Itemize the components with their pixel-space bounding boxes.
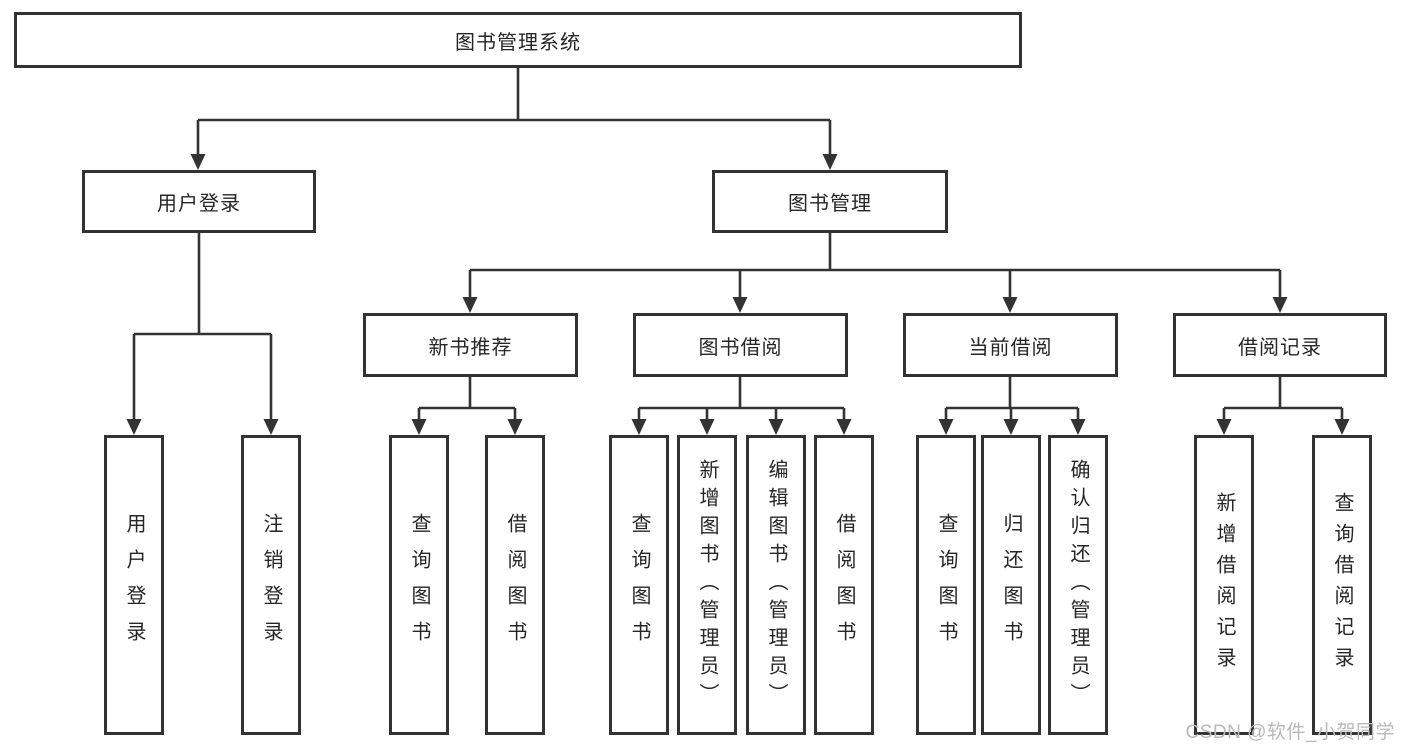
node-label: 查询图书 — [935, 513, 957, 657]
node-borrowing-records: 借阅记录 — [1173, 313, 1387, 377]
arrow-down-icon — [126, 419, 142, 435]
arrow-down-icon — [1334, 419, 1350, 435]
node-book-management: 图书管理 — [712, 170, 948, 233]
node-borrow-books-borrowing: 借阅图书 — [814, 435, 874, 735]
node-label: 新增借阅记录 — [1213, 492, 1235, 678]
node-label: 注销登录 — [260, 513, 282, 657]
node-confirm-return-admin: 确认归还（管理员） — [1048, 435, 1108, 735]
arrow-down-icon — [1216, 419, 1232, 435]
node-label: 借阅记录 — [1238, 336, 1322, 359]
node-label: 查询图书 — [628, 513, 650, 657]
node-label: 新增图书（管理员） — [696, 459, 718, 711]
node-user-login: 用户登录 — [82, 170, 316, 233]
arrow-down-icon — [631, 419, 647, 435]
arrow-down-icon — [732, 297, 748, 313]
node-edit-books-admin: 编辑图书（管理员） — [746, 435, 806, 735]
node-query-books-current: 查询图书 — [916, 435, 976, 735]
node-query-borrowing-record: 查询借阅记录 — [1312, 435, 1372, 735]
node-label: 图书管理系统 — [455, 31, 581, 54]
node-label: 图书借阅 — [698, 336, 783, 359]
node-query-books-borrowing: 查询图书 — [609, 435, 669, 735]
arrow-down-icon — [836, 419, 852, 435]
arrow-down-icon — [1272, 297, 1288, 313]
node-query-books-recommend: 查询图书 — [389, 435, 449, 735]
node-label: 借阅图书 — [504, 513, 526, 657]
node-book-borrowing: 图书借阅 — [633, 313, 848, 377]
node-logout-login: 注销登录 — [241, 435, 301, 735]
arrow-down-icon — [1003, 419, 1019, 435]
node-label: 借阅图书 — [833, 513, 855, 657]
node-label: 新书推荐 — [428, 336, 513, 359]
node-library-management-system: 图书管理系统 — [14, 12, 1022, 68]
node-label: 当前借阅 — [968, 336, 1053, 359]
arrow-down-icon — [699, 419, 715, 435]
arrow-down-icon — [263, 419, 279, 435]
node-label: 查询图书 — [408, 513, 430, 657]
node-label: 图书管理 — [788, 193, 872, 215]
arrow-down-icon — [411, 419, 427, 435]
arrow-down-icon — [507, 419, 523, 435]
node-current-borrowing: 当前借阅 — [903, 313, 1118, 377]
arrow-down-icon — [1002, 297, 1018, 313]
node-add-books-admin: 新增图书（管理员） — [677, 435, 737, 735]
node-label: 编辑图书（管理员） — [765, 459, 787, 711]
node-add-borrowing-record: 新增借阅记录 — [1194, 435, 1254, 735]
arrow-down-icon — [768, 419, 784, 435]
node-label: 确认归还（管理员） — [1067, 459, 1089, 711]
arrow-down-icon — [1070, 419, 1086, 435]
csdn-watermark: CSDN @软件_小贺同学 — [1185, 722, 1395, 743]
node-label: 用户登录 — [123, 513, 145, 657]
arrow-down-icon — [462, 297, 478, 313]
node-label: 用户登录 — [157, 193, 241, 215]
arrow-down-icon — [938, 419, 954, 435]
node-return-books: 归还图书 — [981, 435, 1041, 735]
arrow-down-icon — [190, 154, 206, 170]
node-new-book-recommendation: 新书推荐 — [363, 313, 578, 377]
arrow-down-icon — [822, 154, 838, 170]
node-borrow-books-recommend: 借阅图书 — [485, 435, 545, 735]
arrowhead-icons — [126, 154, 1350, 435]
node-label: 查询借阅记录 — [1331, 492, 1353, 678]
node-user-login-leaf: 用户登录 — [104, 435, 164, 735]
tree-edges — [132, 68, 1344, 421]
node-label: 归还图书 — [1000, 513, 1022, 657]
